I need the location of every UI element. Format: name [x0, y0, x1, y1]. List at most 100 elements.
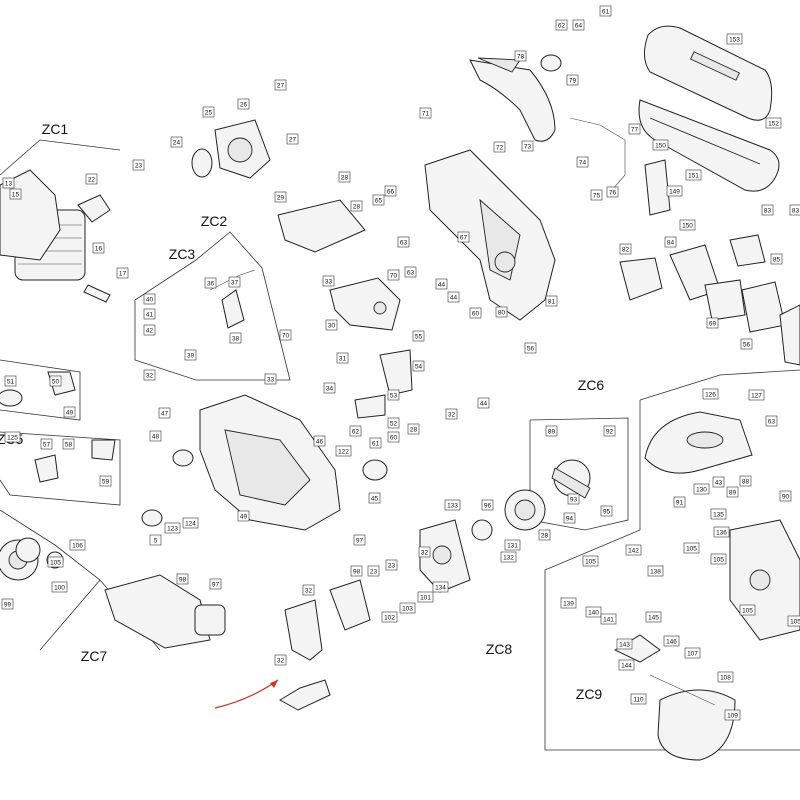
- callout-23: 23: [385, 559, 398, 571]
- callout-box: [202, 106, 215, 118]
- callout-number: 61: [602, 9, 610, 16]
- flywheel-108: [15, 537, 41, 563]
- callout-28: 28: [407, 423, 420, 435]
- callout-149: 149: [666, 185, 683, 197]
- callout-number: 22: [88, 177, 96, 184]
- callout-box: [555, 19, 568, 31]
- callout-number: 75: [593, 193, 601, 200]
- callout-box: [710, 553, 727, 565]
- carburetor-99: [329, 579, 371, 631]
- callout-number: 145: [648, 615, 659, 622]
- callout-box: [274, 654, 287, 666]
- callout-box: [524, 342, 537, 354]
- callout-box: [521, 140, 534, 152]
- callout-box: [572, 19, 585, 31]
- throttle-cable-101: [279, 679, 331, 711]
- callout-number: 105: [790, 619, 800, 626]
- callout-number: 63: [400, 240, 408, 247]
- cable-wire-49: [91, 439, 116, 461]
- callout-box: [116, 267, 129, 279]
- air-filter-25: [214, 119, 271, 179]
- callout-142: 142: [625, 544, 642, 556]
- callout-number: 96: [484, 503, 492, 510]
- callout-number: 37: [231, 280, 239, 287]
- clutch-drum-92: [504, 489, 546, 531]
- callout-box: [184, 349, 197, 361]
- callout-box: [545, 295, 558, 307]
- callout-139: 139: [560, 597, 577, 609]
- callout-80: 80: [495, 306, 508, 318]
- callout-box: [419, 107, 432, 119]
- callout-box: [765, 117, 782, 129]
- callout-number: 132: [503, 555, 514, 562]
- callout-49: 49: [63, 406, 76, 418]
- knob-82: [729, 234, 766, 267]
- callout-box: [149, 430, 162, 442]
- callout-box: [349, 425, 362, 437]
- callout-number: 126: [705, 392, 716, 399]
- callout-15: 15: [9, 188, 22, 200]
- callout-number: 108: [720, 675, 731, 682]
- callout-number: 59: [102, 479, 110, 486]
- callout-number: 83: [764, 208, 772, 215]
- callout-74: 74: [576, 156, 589, 168]
- callout-number: 54: [415, 364, 423, 371]
- callout-number: 136: [716, 530, 727, 537]
- callout-box: [407, 423, 420, 435]
- callout-43: 43: [712, 476, 725, 488]
- callout-box: [353, 534, 366, 546]
- callout-box: [582, 555, 599, 567]
- callout-number: 106: [72, 543, 83, 550]
- callout-box: [666, 185, 683, 197]
- callout-34: 34: [323, 382, 336, 394]
- callout-number: 89: [729, 490, 737, 497]
- callout-box: [368, 492, 381, 504]
- callout-number: 88: [742, 479, 750, 486]
- callout-40: 40: [143, 293, 156, 305]
- callout-number: 146: [666, 639, 677, 646]
- callout-box: [302, 584, 315, 596]
- callout-number: 134: [435, 585, 446, 592]
- callout-number: 76: [609, 190, 617, 197]
- callout-number: 62: [558, 23, 566, 30]
- callout-number: 73: [524, 144, 532, 151]
- callout-box: [590, 189, 603, 201]
- callout-32: 32: [302, 584, 315, 596]
- spark-plug-17: [83, 284, 111, 303]
- callout-33: 33: [264, 373, 277, 385]
- callout-number: 138: [650, 569, 661, 576]
- callout-box: [740, 338, 753, 350]
- callout-85: 85: [770, 253, 783, 265]
- callout-71: 71: [419, 107, 432, 119]
- callout-76: 76: [606, 186, 619, 198]
- callout-number: 93: [570, 497, 578, 504]
- callout-55: 55: [412, 330, 425, 342]
- oil-pump-96: [419, 519, 471, 593]
- callout-box: [560, 597, 577, 609]
- callout-number: 23: [370, 569, 378, 576]
- callout-125: 125: [4, 431, 21, 443]
- callout-box: [412, 330, 425, 342]
- callout-100: 100: [51, 581, 68, 593]
- callout-36: 36: [204, 277, 217, 289]
- callout-140: 140: [585, 606, 602, 618]
- callout-box: [170, 136, 183, 148]
- callout-91: 91: [673, 496, 686, 508]
- callout-41: 41: [143, 308, 156, 320]
- callout-105: 105: [710, 553, 727, 565]
- callout-box: [616, 638, 633, 650]
- callout-box: [495, 306, 508, 318]
- callout-146: 146: [663, 635, 680, 647]
- brake-cover-123: [644, 411, 753, 474]
- callout-63: 63: [404, 266, 417, 278]
- heat-shield-29: [277, 199, 366, 253]
- callout-62: 62: [349, 425, 362, 437]
- callout-box: [599, 5, 612, 17]
- callout-box: [1, 598, 14, 610]
- callout-number: 28: [341, 175, 349, 182]
- callout-28: 28: [538, 529, 551, 541]
- callout-number: 36: [207, 281, 215, 288]
- callout-box: [663, 635, 680, 647]
- callout-number: 149: [669, 189, 680, 196]
- callout-box: [779, 490, 792, 502]
